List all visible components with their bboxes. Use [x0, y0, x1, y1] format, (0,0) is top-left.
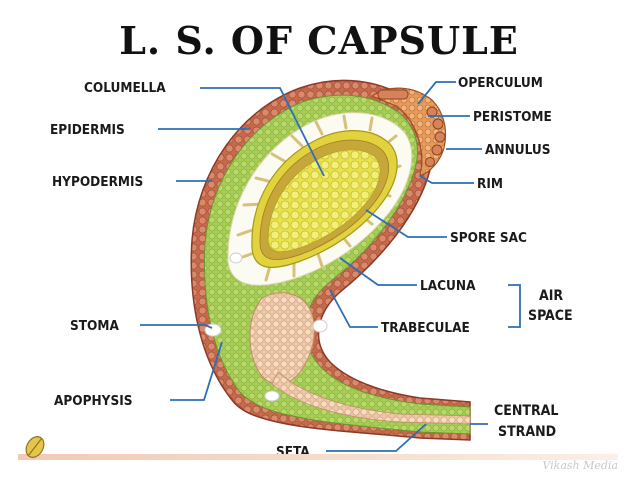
columella: [267, 149, 381, 253]
label-spore-sac: SPORE SAC: [450, 230, 527, 246]
leaf-logo-icon: [22, 434, 48, 464]
leader-lines: [140, 81, 521, 452]
label-central-strand-line1: CENTRAL: [494, 403, 558, 419]
operculum-cap: [370, 87, 447, 177]
label-lacuna: LACUNA: [420, 278, 476, 294]
label-air-space-line1: AIR: [539, 288, 563, 304]
stoma-opening: [312, 319, 328, 333]
label-rim: RIM: [477, 176, 503, 192]
footer-band: [18, 454, 618, 460]
watermark: Vikash Media: [542, 459, 618, 472]
stoma-opening: [264, 390, 280, 402]
label-operculum: OPERCULUM: [458, 75, 543, 91]
label-annulus: ANNULUS: [485, 142, 550, 158]
label-central-strand-line2: STRAND: [498, 424, 556, 440]
stoma-opening: [229, 252, 243, 264]
label-air-space-line2: SPACE: [528, 308, 573, 324]
label-apophysis: APOPHYSIS: [54, 393, 133, 409]
apophysis: [249, 292, 315, 385]
label-trabeculae: TRABECULAE: [381, 320, 470, 336]
label-hypodermis: HYPODERMIS: [52, 174, 143, 190]
label-columella: COLUMELLA: [84, 80, 166, 96]
page-title: L. S. OF CAPSULE: [119, 18, 519, 63]
label-peristome: PERISTOME: [473, 109, 552, 125]
label-epidermis: EPIDERMIS: [50, 122, 125, 138]
label-stoma: STOMA: [70, 318, 119, 334]
